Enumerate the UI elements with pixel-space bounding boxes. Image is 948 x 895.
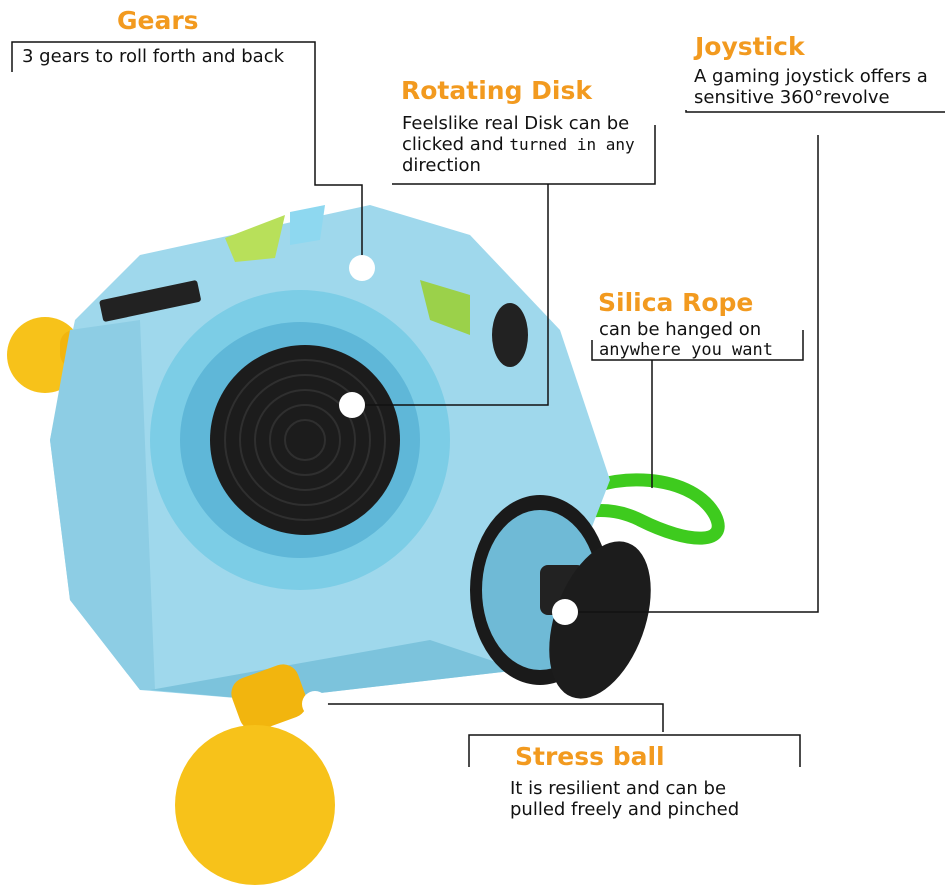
switch-black xyxy=(99,280,201,322)
gear-side-black xyxy=(492,303,528,367)
marker-disk xyxy=(339,392,365,418)
joystick-desc-line2: sensitive 360°revolve xyxy=(694,87,890,108)
gears-desc: 3 gears to roll forth and back xyxy=(22,46,285,67)
silica-rope xyxy=(553,473,725,545)
gear-side-green xyxy=(420,280,470,335)
marker-gears xyxy=(349,255,375,281)
silica-rope-desc-line1: can be hanged on xyxy=(599,319,762,340)
rotating-disk-desc-line2: clicked and turned in any xyxy=(402,134,635,155)
stress-ball-desc-line2: pulled freely and pinched xyxy=(510,799,740,820)
yellow-ball-bottom xyxy=(175,725,335,885)
marker-dots xyxy=(302,255,664,717)
silica-rope-desc: can be hanged on anywhere you want xyxy=(599,319,773,361)
rotating-disk xyxy=(210,345,400,535)
gear-top-green xyxy=(225,215,285,262)
gears-title: Gears xyxy=(117,6,199,35)
silica-rope-title: Silica Rope xyxy=(598,288,754,317)
disk-grooves xyxy=(224,359,386,521)
stress-ball-title: Stress ball xyxy=(515,742,665,771)
cube-face-left xyxy=(50,320,155,690)
marker-rope xyxy=(640,488,664,512)
marker-stress-ball xyxy=(302,691,328,717)
joystick-knob xyxy=(549,541,651,699)
rotating-disk-desc-line1: Feelslike real Disk can be xyxy=(402,113,630,134)
rotating-disk-desc: Feelslike real Disk can be clicked and t… xyxy=(402,113,635,176)
joystick-desc-line1: A gaming joystick offers a xyxy=(694,66,928,87)
gear-top-blue xyxy=(290,205,325,245)
rotating-disk-title: Rotating Disk xyxy=(401,76,592,105)
joystick-desc: A gaming joystick offers a sensitive 360… xyxy=(694,66,928,108)
marker-joystick xyxy=(552,599,578,625)
joystick-title: Joystick xyxy=(695,32,805,61)
leader-lines xyxy=(11,41,945,767)
silica-rope-desc-line2: anywhere you want xyxy=(599,340,773,360)
rotating-disk-desc-line2b: turned in any xyxy=(509,135,635,154)
rotating-disk-desc-line2a: clicked and xyxy=(402,134,510,155)
stress-ball-desc: It is resilient and can be pulled freely… xyxy=(510,778,739,820)
stress-ball-desc-line1: It is resilient and can be xyxy=(510,778,727,799)
rotating-disk-desc-line3: direction xyxy=(402,155,481,176)
